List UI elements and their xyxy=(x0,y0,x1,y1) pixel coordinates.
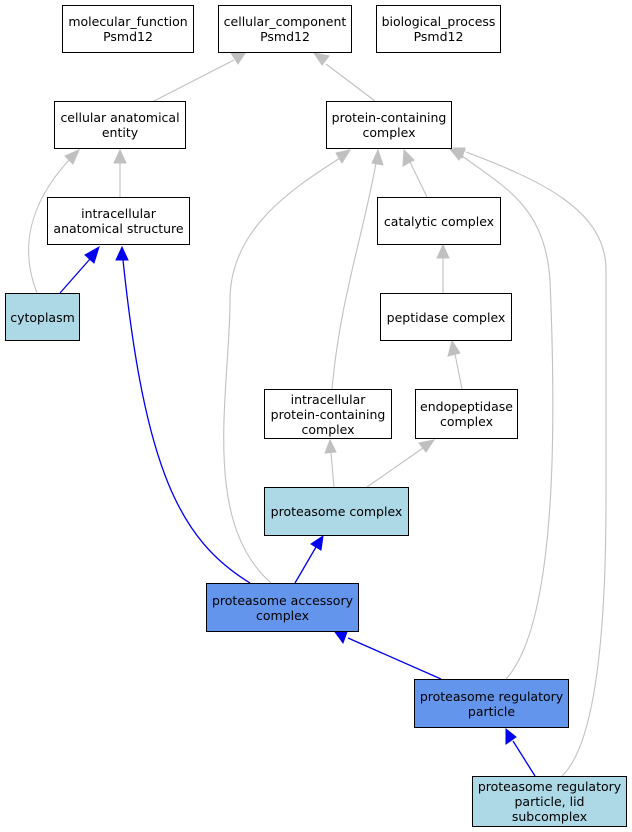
edge-arrowhead xyxy=(84,245,100,264)
node-cytoplasm[interactable]: cytoplasm xyxy=(5,293,80,341)
node-endopeptidase-complex[interactable]: endopeptidase complex xyxy=(415,389,518,439)
edge-arrowhead xyxy=(312,52,330,66)
edge-line xyxy=(409,161,428,198)
edge-arrowhead xyxy=(335,149,352,164)
edge-cellular-anatomical-entity-to-cellular-component xyxy=(153,52,246,102)
edge-arrowhead xyxy=(324,438,337,454)
edge-proteasome-complex-to-intracellular-protein-containing-complex xyxy=(324,438,337,488)
edge-line xyxy=(331,162,377,390)
edge-line xyxy=(153,59,235,102)
node-proteasome-regulatory-particle[interactable]: proteasome regulatory particle xyxy=(414,679,569,728)
edge-line xyxy=(59,258,91,294)
edge-arrowhead xyxy=(113,148,127,164)
edge-protein-containing-complex-to-cellular-component xyxy=(312,52,376,102)
edge-cytoplasm-to-intracellular-anatomical-structure xyxy=(59,245,100,294)
edge-proteasome-regulatory-particle-lid-to-proteasome-regulatory-particle xyxy=(505,727,536,777)
edge-proteasome-accessory-complex-to-intracellular-anatomical-structure xyxy=(115,245,251,584)
node-intracellular-anatomical-structure[interactable]: intracellular anatomical structure xyxy=(47,197,190,245)
edge-proteasome-regulatory-particle-to-proteasome-accessory-complex xyxy=(334,631,442,680)
edge-intracellular-anatomical-structure-to-cellular-anatomical-entity xyxy=(113,148,127,197)
edge-arrowhead xyxy=(334,631,348,645)
edge-arrowhead xyxy=(115,245,129,261)
node-molecular-function[interactable]: molecular_function Psmd12 xyxy=(62,5,194,53)
edge-line xyxy=(366,447,424,488)
edge-line xyxy=(294,546,317,584)
edge-arrowhead xyxy=(436,243,450,259)
edge-line xyxy=(122,259,251,584)
edge-arrowhead xyxy=(452,147,466,160)
edge-arrowhead xyxy=(230,52,246,65)
edge-arrowhead xyxy=(447,339,461,357)
node-peptidase-complex[interactable]: peptidase complex xyxy=(380,293,512,341)
edge-arrowhead xyxy=(310,534,324,551)
edge-line xyxy=(325,63,376,102)
edge-line xyxy=(454,353,463,390)
node-intracellular-protein-containing-complex[interactable]: intracellular protein-containing complex xyxy=(264,389,392,439)
edge-line xyxy=(461,155,554,680)
edge-proteasome-regulatory-particle-lid-to-protein-containing-complex xyxy=(452,147,607,777)
edge-arrowhead xyxy=(64,149,80,165)
edge-proteasome-complex-to-endopeptidase-complex xyxy=(366,439,436,488)
edge-intracellular-protein-containing-complex-to-protein-containing-complex xyxy=(331,148,384,390)
edge-arrowhead xyxy=(402,148,415,167)
node-biological-process[interactable]: biological_process Psmd12 xyxy=(376,5,501,53)
edge-proteasome-accessory-complex-to-proteasome-complex xyxy=(294,534,324,584)
node-proteasome-accessory-complex[interactable]: proteasome accessory complex xyxy=(206,583,359,632)
edge-peptidase-complex-to-catalytic-complex xyxy=(436,243,450,293)
edge-line xyxy=(28,159,70,294)
edge-line xyxy=(512,740,536,777)
edge-arrowhead xyxy=(418,439,436,453)
node-protein-containing-complex[interactable]: protein-containing complex xyxy=(326,101,452,149)
edge-catalytic-complex-to-protein-containing-complex xyxy=(402,148,428,198)
edge-arrowhead xyxy=(371,148,384,166)
edge-line xyxy=(223,157,341,584)
edge-cytoplasm-to-cellular-anatomical-entity xyxy=(28,149,80,294)
edge-endopeptidase-complex-to-peptidase-complex xyxy=(447,339,463,390)
edge-line xyxy=(330,452,335,488)
edge-line xyxy=(465,151,607,777)
edge-arrowhead xyxy=(505,727,517,745)
node-cellular-anatomical-entity[interactable]: cellular anatomical entity xyxy=(54,101,186,149)
node-cellular-component[interactable]: cellular_component Psmd12 xyxy=(218,5,352,53)
node-catalytic-complex[interactable]: catalytic complex xyxy=(377,197,501,245)
node-proteasome-regulatory-particle-lid-subcomplex[interactable]: proteasome regulatory particle, lid subc… xyxy=(472,776,627,827)
edge-proteasome-accessory-complex-to-protein-containing-complex xyxy=(223,149,352,584)
edge-line xyxy=(347,637,442,680)
node-proteasome-complex[interactable]: proteasome complex xyxy=(264,487,409,536)
